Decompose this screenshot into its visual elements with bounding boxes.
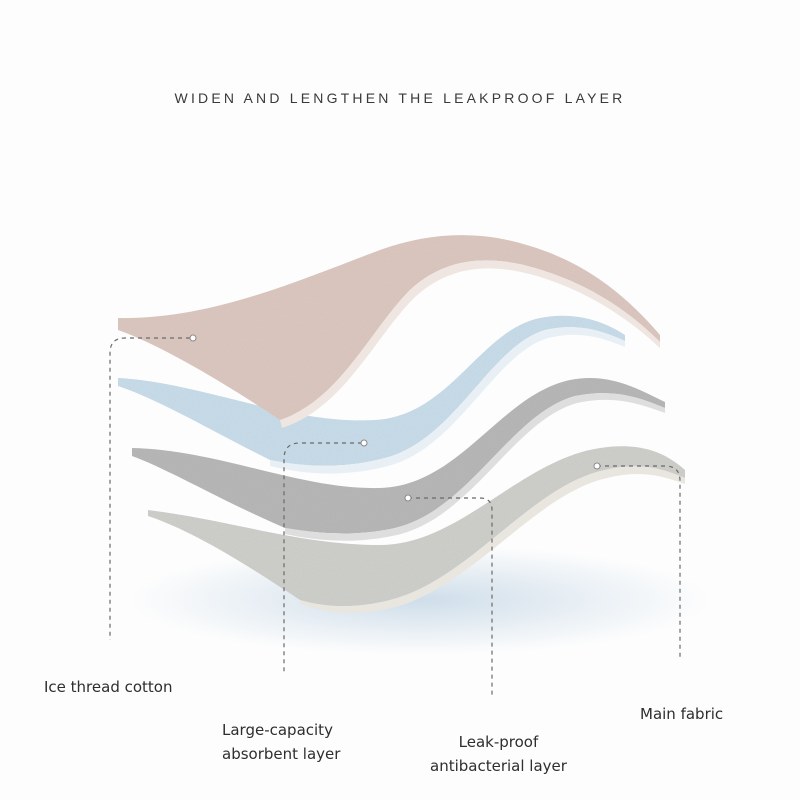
leader-line-main-fabric [597,465,681,660]
label-line: absorbent layer [222,745,341,763]
leader-dot-leakproof [404,494,412,502]
layer-ice-thread-cotton [118,235,660,428]
label-ice-thread-cotton: Ice thread cotton [44,675,172,699]
leader-lines [109,337,681,695]
label-line: Main fabric [640,705,724,723]
label-line: antibacterial layer [430,757,567,775]
leader-dots [189,334,601,502]
label-line: Ice thread cotton [44,678,173,696]
layer-leakproof [132,378,665,541]
leader-line-absorbent [283,442,362,675]
label-main-fabric: Main fabric [640,702,723,726]
headline: WIDEN AND LENGTHEN THE LEAKPROOF LAYER [174,90,626,106]
label-leakproof-layer: Leak-proof antibacterial layer [430,730,567,778]
label-line: Leak-proof [458,733,539,751]
leader-line-ice-thread [109,337,190,640]
leader-line-leakproof [408,497,493,695]
label-absorbent-layer: Large-capacity absorbent layer [222,718,340,766]
layer-absorbent [118,315,625,474]
leader-dot-main-fabric [593,462,601,470]
label-line: Large-capacity [222,721,333,739]
leader-dot-absorbent [360,439,368,447]
leader-dot-ice-thread [189,334,197,342]
